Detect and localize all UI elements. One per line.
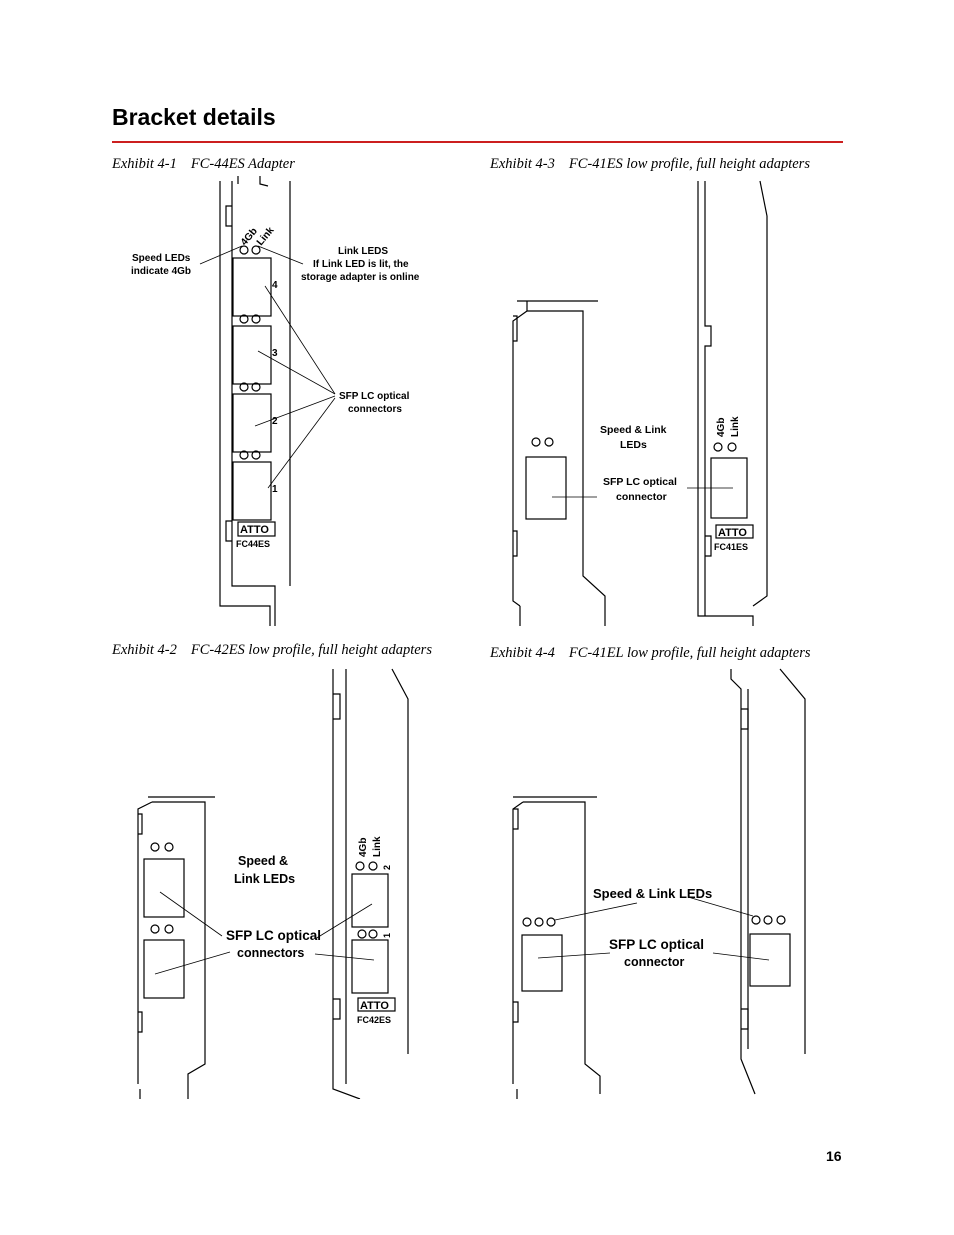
sfp-label-2: connectors: [237, 946, 304, 960]
fc44es-bracket-figure: 4Gb Link Speed LEDs indicate 4Gb Link LE…: [120, 176, 450, 631]
speed-link-vertical-b: Link: [730, 416, 741, 437]
exhibit-title: FC-41ES low profile, full height adapter…: [568, 156, 810, 172]
exhibit-number: Exhibit 4-4: [490, 645, 555, 661]
sfp-label-2: connector: [616, 491, 667, 503]
atto-logo-frame: [715, 524, 754, 539]
atto-logo-frame: [237, 521, 276, 537]
speed-link-label-2: LEDs: [620, 439, 647, 451]
speed-link-label: Speed & Link: [600, 424, 667, 436]
link-leds-label-2: If Link LED is lit, the: [313, 259, 409, 270]
model-label: FC41ES: [714, 542, 748, 552]
speed-link-label-2: Link LEDs: [234, 872, 295, 886]
speed-link-vertical-a: 4Gb: [239, 226, 260, 248]
exhibit-title: FC-44ES Adapter: [190, 156, 295, 172]
port-4: [232, 257, 272, 317]
speed-link-label: Speed & Link LEDs: [593, 886, 712, 901]
exhibit-number: Exhibit 4-1: [112, 156, 177, 172]
sfp-port: [351, 873, 389, 928]
sfp-label: SFP LC optical: [609, 937, 704, 952]
sfp-label-2: connector: [624, 955, 685, 969]
fc42es-bracket-figure: 4Gb Link 2 1 Speed & Link LEDs SFP LC op…: [130, 664, 415, 1099]
atto-logo: ATTO: [240, 524, 269, 536]
port-label-1: 1: [272, 484, 278, 495]
low-profile-bracket: [512, 796, 601, 1099]
exhibit-4-4-caption: Exhibit 4-4 FC-41EL low profile, full hei…: [490, 645, 811, 662]
page-number: 16: [826, 1148, 842, 1164]
exhibit-4-1-caption: Exhibit 4-1 FC-44ES Adapter: [112, 156, 295, 173]
low-profile-bracket: [137, 796, 215, 1099]
page-title: Bracket details: [112, 104, 276, 130]
sfp-port: [143, 858, 185, 918]
port-label-2: 2: [272, 416, 278, 427]
link-leds-label: Link LEDS: [338, 246, 388, 257]
fc41el-bracket-figure: Speed & Link LEDs SFP LC optical connect…: [505, 664, 810, 1099]
model-label: FC42ES: [357, 1015, 391, 1025]
exhibit-number: Exhibit 4-2: [112, 642, 177, 658]
title-rule: [112, 141, 843, 143]
sfp-label: SFP LC optical: [226, 928, 321, 943]
sfp-label-2: connectors: [348, 404, 402, 415]
atto-logo-frame: [357, 997, 396, 1012]
bracket-outline: [219, 181, 291, 626]
speed-link-vertical-b: Link: [255, 225, 277, 248]
model-label: FC44ES: [236, 539, 270, 549]
fc41es-bracket-figure: 4Gb Link Speed & Link LEDs SFP LC optica…: [505, 176, 770, 631]
callout-lines: [199, 245, 336, 489]
sfp-label: SFP LC optical: [603, 476, 677, 488]
sfp-port: [749, 933, 791, 987]
port-1: [232, 461, 272, 521]
exhibit-4-2-caption: Exhibit 4-2 FC-42ES low profile, full hei…: [112, 642, 432, 659]
exhibit-title: FC-42ES low profile, full height adapter…: [190, 642, 432, 658]
speed-leds-label-2: indicate 4Gb: [131, 266, 191, 277]
atto-logo: ATTO: [718, 527, 747, 539]
speed-link-vertical-b: Link: [372, 836, 383, 857]
speed-leds-label: Speed LEDs: [132, 253, 191, 264]
port-label-4: 4: [272, 280, 278, 291]
full-height-bracket: [730, 668, 806, 1095]
atto-logo: ATTO: [360, 1000, 389, 1012]
port-2: [232, 393, 272, 453]
speed-link-vertical-a: 4Gb: [358, 838, 369, 857]
port-3: [232, 325, 272, 385]
sfp-port: [143, 939, 185, 999]
exhibit-title: FC-41EL low profile, full height adapter…: [568, 645, 811, 661]
sfp-label: SFP LC optical: [339, 391, 410, 402]
speed-link-label: Speed &: [238, 854, 288, 868]
led-pairs: [239, 245, 261, 460]
sfp-port: [525, 456, 567, 520]
sfp-port: [521, 934, 563, 992]
speed-link-vertical-a: 4Gb: [716, 418, 727, 437]
port-label-1: 1: [382, 933, 392, 938]
full-height-bracket: [697, 180, 768, 626]
port-label-3: 3: [272, 348, 278, 359]
full-height-bracket: [332, 668, 409, 1099]
exhibit-number: Exhibit 4-3: [490, 156, 555, 172]
sfp-port: [351, 939, 389, 994]
link-leds-label-3: storage adapter is online: [301, 272, 420, 283]
port-label-2: 2: [382, 865, 392, 870]
low-profile-bracket: [512, 300, 606, 626]
exhibit-4-3-caption: Exhibit 4-3 FC-41ES low profile, full hei…: [490, 156, 810, 173]
